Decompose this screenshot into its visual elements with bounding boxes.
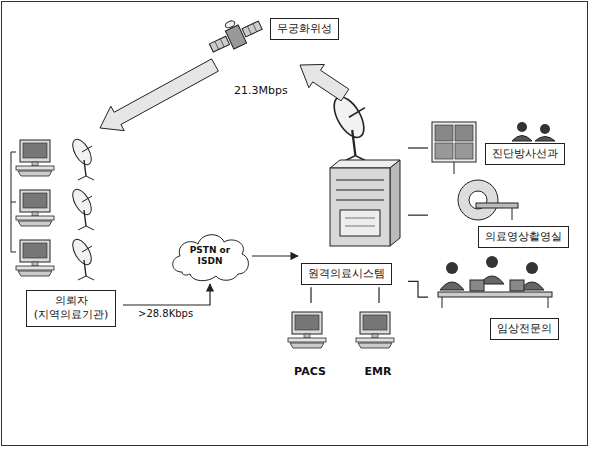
network-line [408,281,428,297]
label-block: EMR [346,365,410,378]
edge-label: >28.8Kbps [137,308,194,319]
label-box: 원격의료시스템 [301,263,392,285]
node-label: 임상전문의 [497,322,552,336]
label-box: 진단방사선과 [485,143,565,165]
record-node: EMR [346,303,412,383]
figure-frame [2,2,588,446]
network-line [408,147,428,148]
network-cloud: PSTN or ISDN [168,228,252,284]
node-label: PACS [278,365,342,378]
link-rate-label: 21.3Mbps [232,84,290,97]
department-node: 진단방사선과 [428,118,578,178]
node-label: 원격의료시스템 [308,267,385,281]
network-line [123,284,210,305]
satellite-illustration [204,10,264,57]
network-line [310,287,311,303]
node-label: 의뢰자 (지역의료기관) [33,294,109,323]
label-box: 의료영상촬영실 [478,226,569,248]
label-block: PSTN or ISDN [184,245,236,267]
clinicians-illustration [438,256,552,308]
department-node: 의료영상촬영실 [428,180,578,250]
label-box: 임상전문의 [490,318,559,340]
ground-station-dish [328,92,370,162]
satellite-link-arrow [300,64,349,100]
node-label: 진단방사선과 [492,147,558,161]
label-box: 무궁화위성 [270,18,339,40]
network-line [408,215,428,216]
node-label: EMR [346,365,410,378]
mri-scanner [458,180,518,220]
node-label: PSTN or ISDN [184,245,236,267]
archive-workstations [288,312,394,348]
label-block: PACS [278,365,342,378]
node-label: 의료영상촬영실 [485,230,562,244]
node-label: 무궁화위성 [277,22,332,36]
server-illustration [330,160,400,246]
label-box: 의뢰자 (지역의료기관) [26,290,116,327]
network-line [378,287,379,303]
network-line [252,255,298,256]
client-node: 의뢰자 (지역의료기관) [8,128,123,329]
satellite-node: 무궁화위성 [205,10,360,65]
client-workstations [11,136,95,280]
department-node: 임상전문의 [428,252,578,342]
archive-node: PACS [278,303,344,383]
satellite-link-arrow [100,59,218,131]
telemedicine-system: 원격의료시스템 [298,95,408,287]
